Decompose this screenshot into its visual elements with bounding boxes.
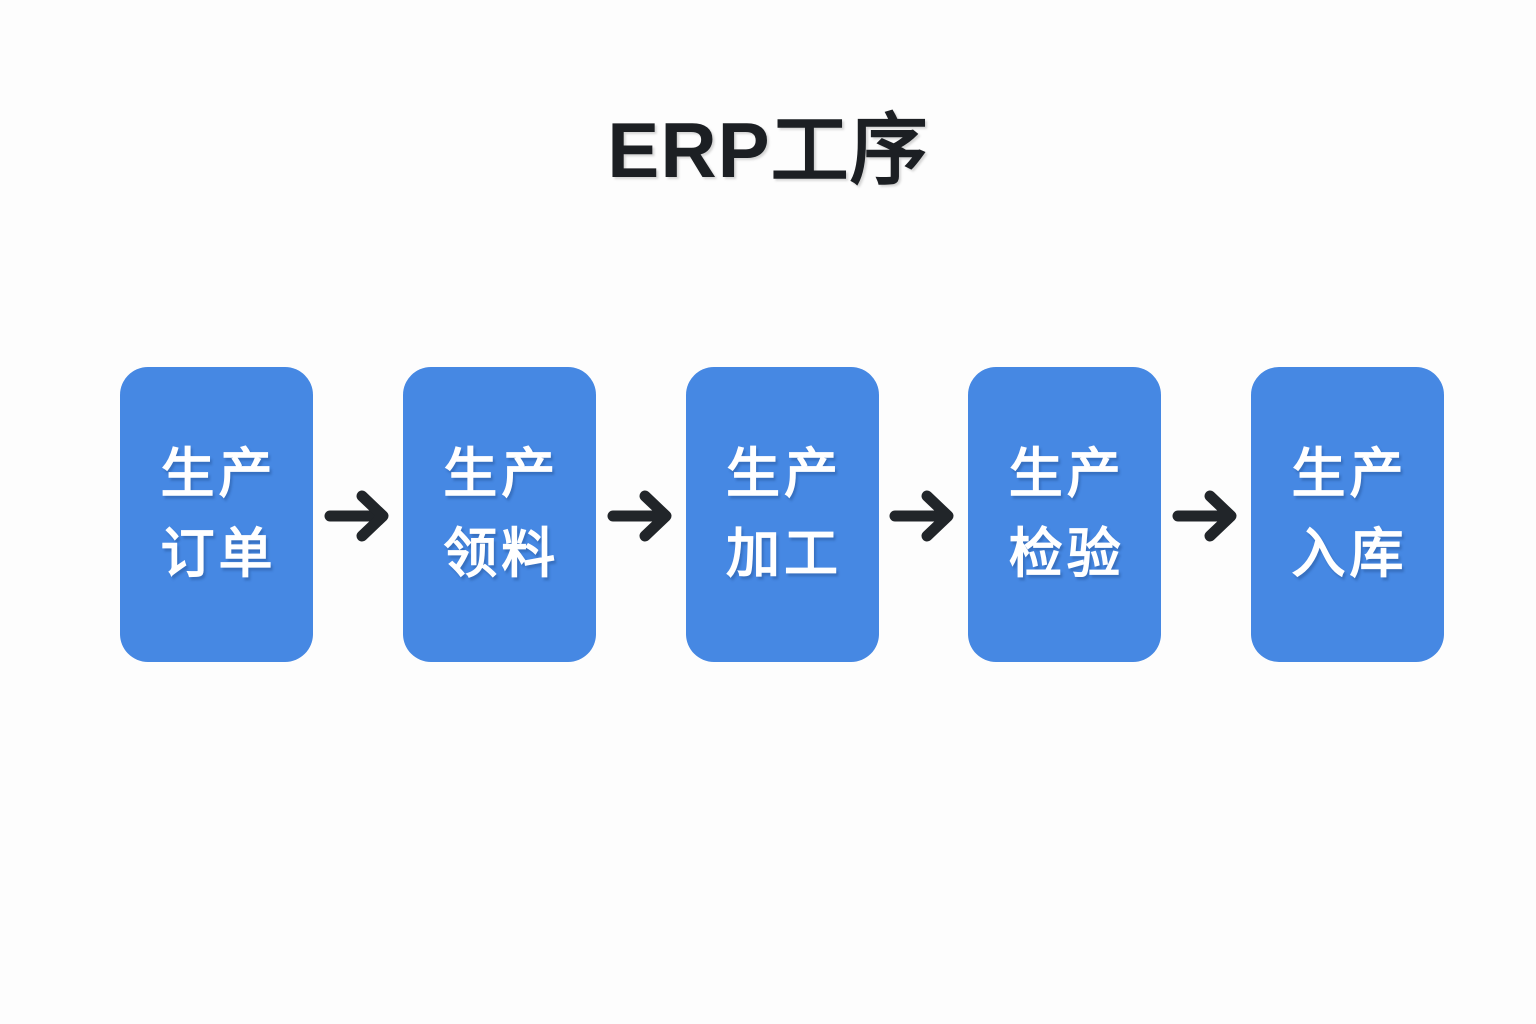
flow-node-label-line1: 生产 — [443, 444, 560, 504]
arrow-right-icon-3 — [887, 484, 959, 544]
flow-node-step-4[interactable]: 生产 检验 — [968, 366, 1162, 662]
flow-node-label-line1: 生产 — [1008, 444, 1125, 504]
flow-node-label-line1: 生产 — [1291, 444, 1408, 504]
flow-node-step-2[interactable]: 生产 领料 — [402, 366, 596, 662]
flow-node-label-line1: 生产 — [726, 444, 842, 504]
process-flow: 生产 订单 生产 领料 — [120, 366, 1444, 662]
flow-node-step-1[interactable]: 生产 订单 — [120, 366, 313, 662]
arrow-right-icon-1 — [322, 484, 394, 544]
flow-node-step-3[interactable]: 生产 加工 — [685, 366, 879, 662]
flow-node-label-line2: 入库 — [1291, 524, 1408, 584]
page-title: ERP工序 — [607, 106, 929, 194]
flow-node-label-line2: 加工 — [726, 524, 842, 584]
arrow-right-icon-4 — [1170, 484, 1242, 544]
flow-node-step-5[interactable]: 生产 入库 — [1251, 366, 1444, 662]
flow-node-label-line2: 领料 — [443, 524, 560, 584]
flow-node-label-line2: 检验 — [1008, 524, 1125, 584]
arrow-right-icon-2 — [605, 484, 677, 544]
flow-node-label-line1: 生产 — [160, 444, 277, 504]
flow-node-label-line2: 订单 — [160, 524, 277, 584]
